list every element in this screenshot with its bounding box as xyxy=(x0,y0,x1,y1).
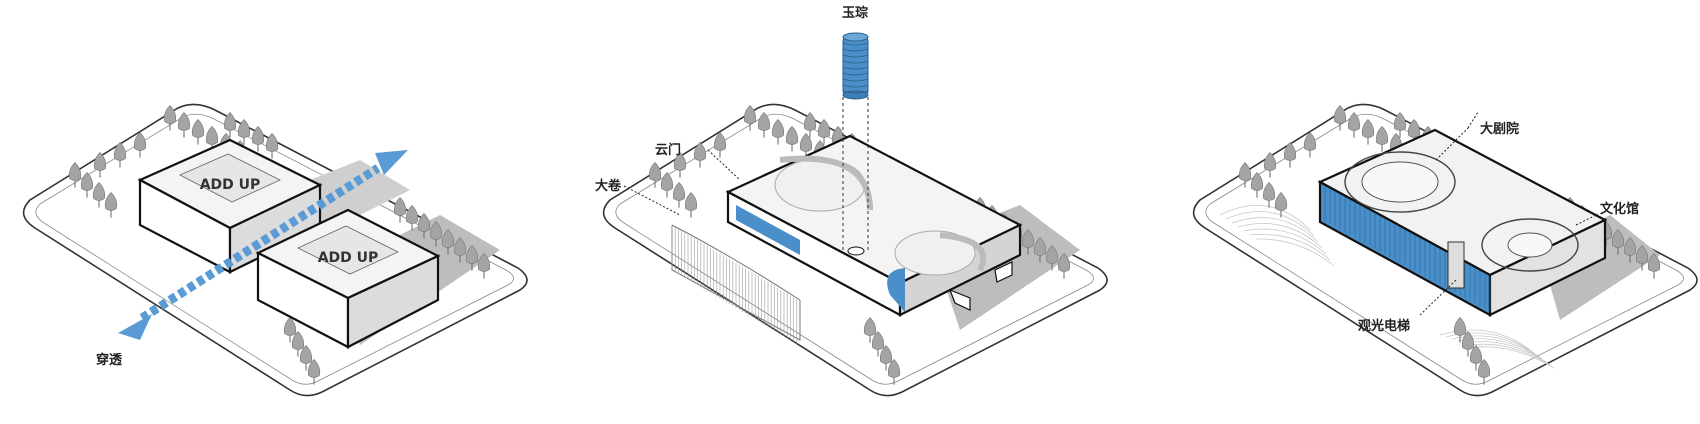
tree-icon xyxy=(104,191,118,218)
tree-icon xyxy=(1347,111,1361,138)
panel-1: ADD UP ADD UP 穿透 xyxy=(22,103,528,397)
block-a-label: ADD UP xyxy=(200,177,261,193)
tree-icon xyxy=(223,111,237,138)
tree-icon xyxy=(1033,236,1047,263)
tree-icon xyxy=(879,344,893,371)
tree-icon xyxy=(177,111,191,138)
block-b-label: ADD UP xyxy=(318,250,379,266)
tree-icon xyxy=(205,125,219,152)
oval-courtyard-2 xyxy=(894,230,976,276)
main-building-2 xyxy=(725,134,1023,317)
block-b: ADD UP xyxy=(255,208,441,349)
culture-ring xyxy=(1481,218,1579,272)
tree-icon xyxy=(1461,330,1475,357)
tower-label: 玉琮 xyxy=(842,5,868,21)
tree-icon xyxy=(684,191,698,218)
tree-icon xyxy=(299,344,313,371)
tree-icon xyxy=(1045,244,1059,271)
tree-icon xyxy=(405,204,419,231)
tree-icon xyxy=(1057,252,1071,279)
tree-icon xyxy=(1635,244,1649,271)
tree-icon xyxy=(93,151,107,178)
tree-icon xyxy=(163,104,177,131)
tree-icon xyxy=(393,196,407,223)
tree-icon xyxy=(817,118,831,145)
site-inner-line-3 xyxy=(1205,113,1684,385)
blue-facade-left xyxy=(736,205,800,255)
tree-icon xyxy=(417,212,431,239)
tree-icon xyxy=(1623,236,1637,263)
tree-icon xyxy=(237,118,251,145)
tree-icon xyxy=(1375,125,1389,152)
culture-label: 文化馆 xyxy=(1600,201,1639,217)
tree-icon xyxy=(133,131,147,158)
tree-icon xyxy=(887,358,901,385)
tree-icon xyxy=(477,252,491,279)
tree-icon xyxy=(1611,228,1625,255)
tree-icon xyxy=(1250,171,1264,198)
arrow-head-up xyxy=(375,150,408,175)
tree-icon xyxy=(1238,161,1252,188)
tree-icon xyxy=(429,220,443,247)
tree-icon xyxy=(693,141,707,168)
tree-icon xyxy=(283,316,297,343)
penetration-arrow xyxy=(118,150,408,340)
tree-icon xyxy=(863,316,877,343)
site-inner-line-2 xyxy=(615,113,1094,385)
tree-icon xyxy=(1274,191,1288,218)
tree-icon xyxy=(1263,151,1277,178)
tree-icon xyxy=(1477,358,1491,385)
elevator-label: 观光电梯 xyxy=(1358,318,1410,334)
theater-label: 大剧院 xyxy=(1480,121,1519,137)
tree-icon xyxy=(1333,104,1347,131)
tree-icon xyxy=(1303,131,1317,158)
scroll-label: 大卷 xyxy=(595,178,622,194)
tree-icon xyxy=(1262,181,1276,208)
tree-icon xyxy=(785,125,799,152)
tree-icon xyxy=(1021,228,1035,255)
tree-icon xyxy=(1647,252,1661,279)
tree-icon xyxy=(713,131,727,158)
tree-icon xyxy=(92,181,106,208)
main-building-3 xyxy=(1317,128,1608,317)
tree-icon xyxy=(68,161,82,188)
tree-icon xyxy=(673,151,687,178)
tree-icon xyxy=(465,244,479,271)
jade-cong-tower xyxy=(842,32,869,250)
tree-icon xyxy=(660,171,674,198)
panel-2: 玉琮 云门 大卷 xyxy=(595,5,1108,397)
tree-icon xyxy=(291,330,305,357)
blue-facade-right xyxy=(887,268,905,312)
tree-icon xyxy=(191,118,205,145)
arrow-head-down xyxy=(118,314,152,340)
tree-icon xyxy=(771,118,785,145)
gate-label: 云门 xyxy=(655,142,681,158)
tree-icon xyxy=(307,358,321,385)
tree-icon xyxy=(871,330,885,357)
tree-icon xyxy=(743,104,757,131)
tree-icon xyxy=(1469,344,1483,371)
tree-icon xyxy=(1453,316,1467,343)
tree-icon xyxy=(441,228,455,255)
tree-icon xyxy=(80,171,94,198)
tree-icon xyxy=(803,111,817,138)
tree-icon xyxy=(113,141,127,168)
tree-icon xyxy=(648,161,662,188)
tree-icon xyxy=(251,125,265,152)
elevator-shaft xyxy=(1447,241,1465,289)
panel-3: 大剧院 文化馆 观光电梯 xyxy=(1192,103,1698,397)
tree-icon xyxy=(265,132,279,159)
scroll-colonnade xyxy=(671,224,801,345)
tree-icon xyxy=(1393,111,1407,138)
site-inner-line-1 xyxy=(35,113,514,385)
tree-icon xyxy=(1283,141,1297,168)
theater-ring xyxy=(1344,151,1456,213)
penetration-label: 穿透 xyxy=(96,352,122,368)
tree-icon xyxy=(453,236,467,263)
tree-icon xyxy=(672,181,686,208)
tree-icon xyxy=(1361,118,1375,145)
tree-icon xyxy=(757,111,771,138)
